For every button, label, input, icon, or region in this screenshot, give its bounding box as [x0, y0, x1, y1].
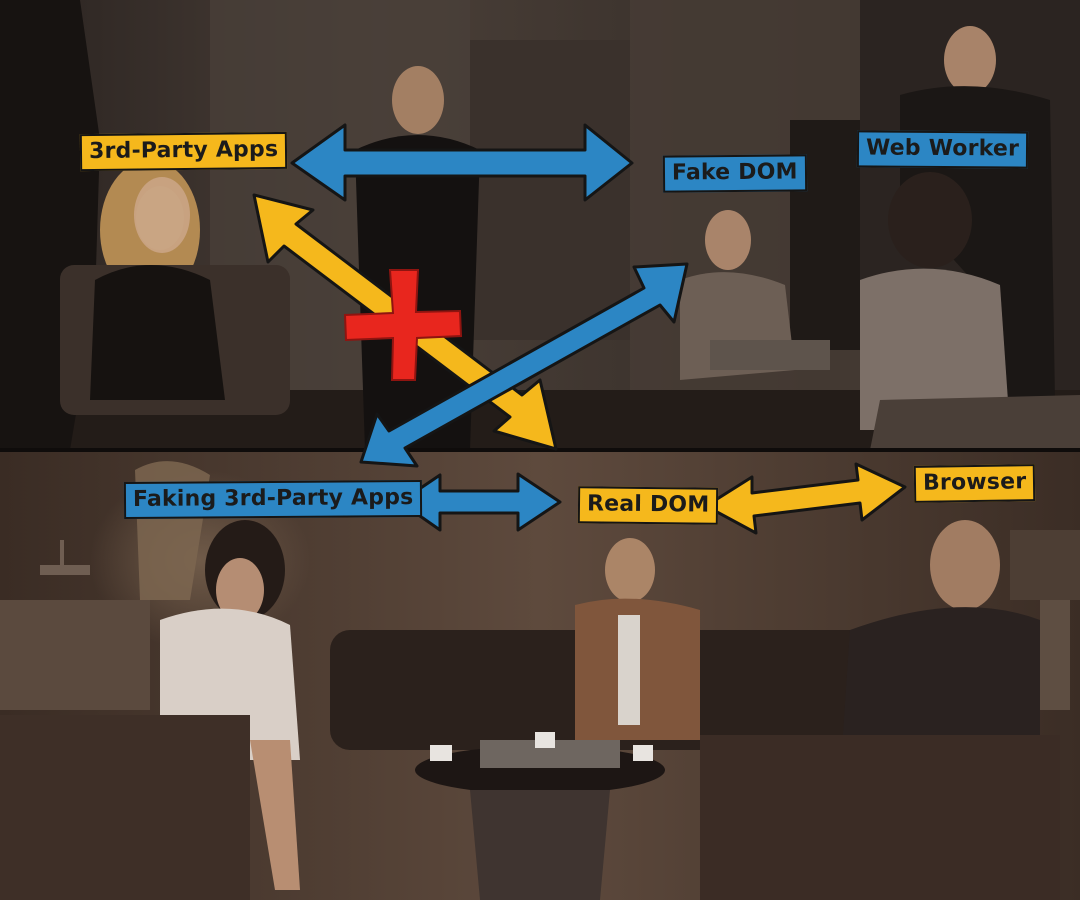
fake-dom-to-faking-apps-arrow [359, 262, 689, 468]
faking-apps-to-real-dom-arrow [398, 472, 562, 532]
label-real-dom: Real DOM [577, 486, 719, 525]
real-dom-to-browser-arrow [704, 462, 907, 535]
top-scene [0, 0, 1080, 450]
red-cross-icon [343, 269, 463, 381]
label-3rd-party-apps: 3rd-Party Apps [79, 131, 288, 172]
third-party-to-fake-dom-arrow [290, 123, 634, 202]
label-faking-3rd-party-apps: Faking 3rd-Party Apps [123, 479, 423, 520]
label-browser: Browser [913, 464, 1036, 503]
label-fake-dom: Fake DOM [662, 154, 807, 193]
bottom-scene [0, 452, 1080, 900]
panel-divider [0, 448, 1080, 452]
label-web-worker: Web Worker [856, 130, 1029, 169]
